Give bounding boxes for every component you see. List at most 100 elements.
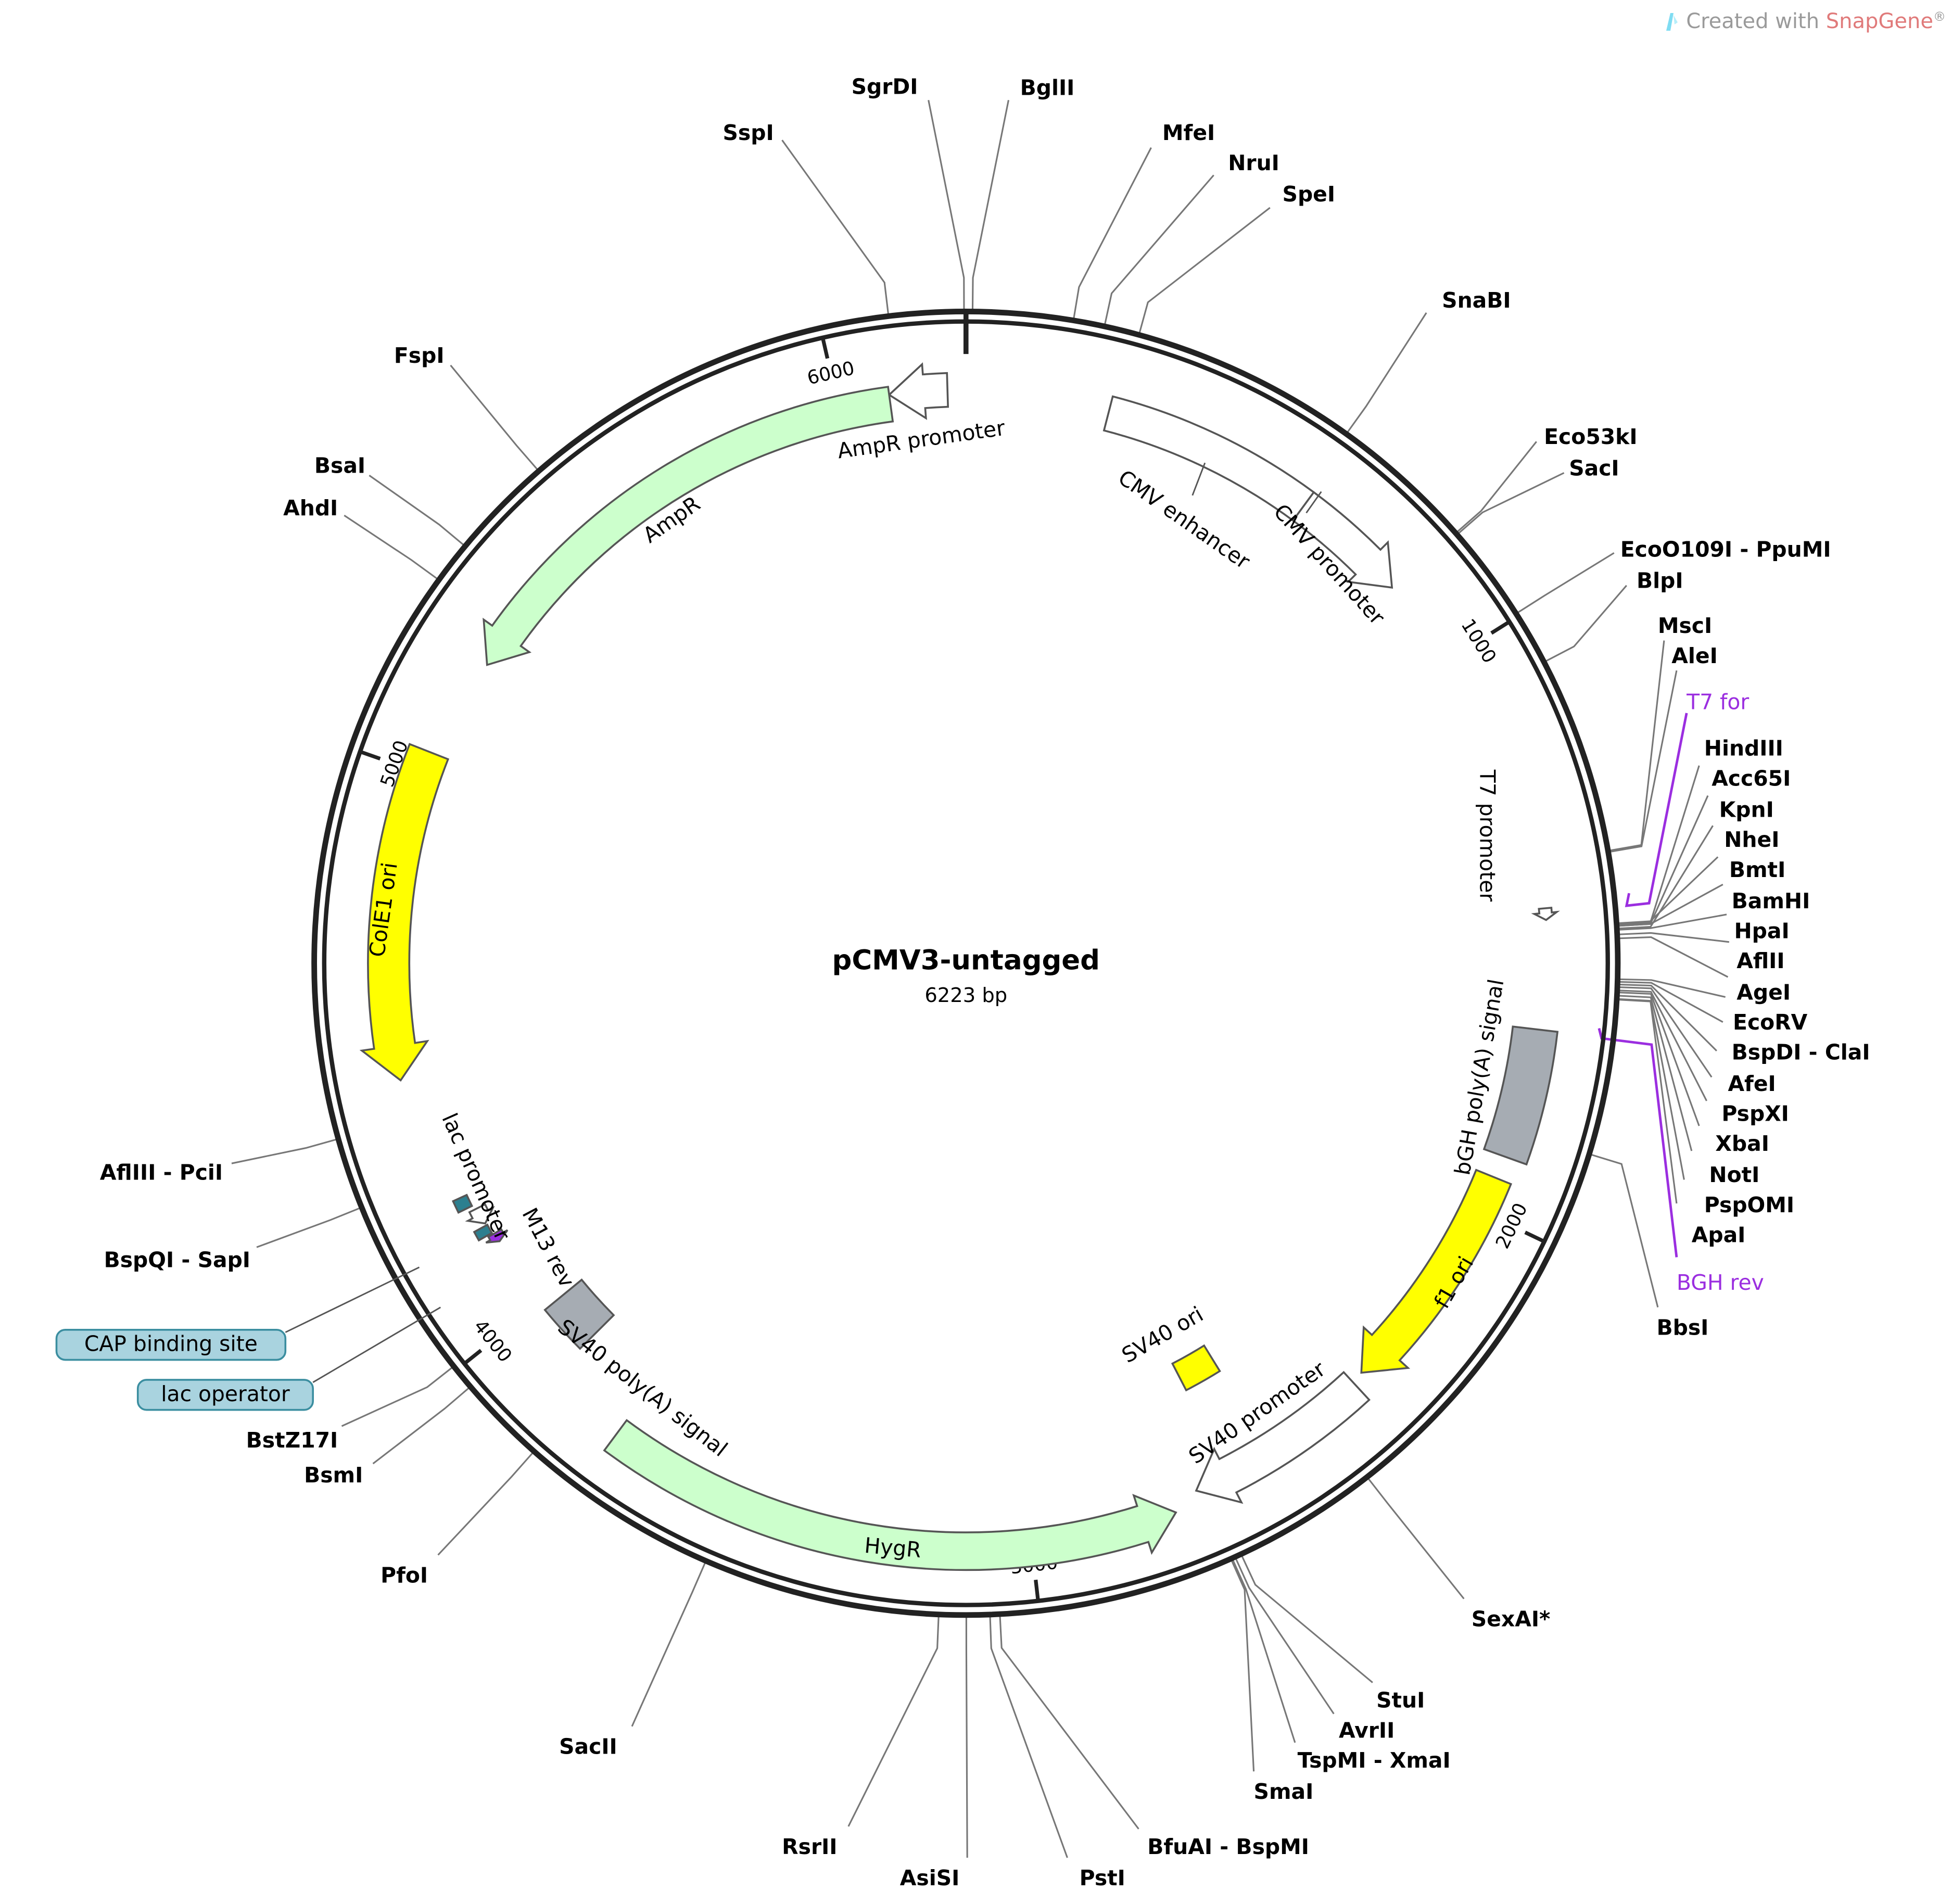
enzyme-label[interactable]: NruI	[1228, 150, 1279, 175]
enzyme-site-ecorv[interactable]: EcoRV	[1620, 981, 1808, 1035]
enzyme-label[interactable]: MfeI	[1162, 120, 1215, 145]
enzyme-label[interactable]: SgrDI	[852, 74, 918, 99]
enzyme-label[interactable]: PstI	[1080, 1865, 1125, 1890]
enzyme-label[interactable]: HpaI	[1734, 919, 1789, 944]
enzyme-label[interactable]: RsrII	[782, 1834, 837, 1859]
enzyme-site-sacii[interactable]: SacII	[559, 1563, 706, 1759]
enzyme-label[interactable]: SspI	[723, 120, 774, 145]
enzyme-site-pspxi[interactable]: PspXI	[1619, 989, 1789, 1126]
enzyme-site-bspqi-sapi[interactable]: BspQI - SapI	[104, 1208, 360, 1273]
enzyme-site-apai[interactable]: ApaI	[1619, 999, 1746, 1248]
enzyme-site-sspi[interactable]: SspI	[723, 120, 889, 314]
enzyme-site-kpni[interactable]: KpnI	[1619, 797, 1774, 930]
feature-lac-promoter	[465, 1203, 495, 1225]
enzyme-site-bfuai-bspmi[interactable]: BfuAI - BspMI	[999, 1616, 1309, 1859]
enzyme-label[interactable]: HindIII	[1704, 736, 1783, 761]
enzyme-site-bsmi[interactable]: BsmI	[304, 1387, 470, 1488]
enzyme-site-fspi[interactable]: FspI	[394, 343, 538, 470]
enzyme-label[interactable]: AfeI	[1728, 1071, 1776, 1096]
enzyme-label[interactable]: BspDI - ClaI	[1732, 1040, 1870, 1065]
enzyme-label[interactable]: SexAI*	[1472, 1606, 1551, 1631]
enzyme-label[interactable]: BstZ17I	[246, 1428, 338, 1453]
enzyme-site-smai[interactable]: SmaI	[1231, 1560, 1314, 1804]
enzyme-label[interactable]: TspMI - XmaI	[1298, 1748, 1451, 1773]
enzyme-site-bsai[interactable]: BsaI	[314, 453, 464, 545]
enzyme-label[interactable]: AflIII - PciI	[100, 1160, 223, 1185]
enzyme-label[interactable]: StuI	[1376, 1688, 1425, 1713]
enzyme-label[interactable]: AgeI	[1736, 980, 1791, 1005]
enzyme-label[interactable]: AflII	[1736, 948, 1784, 973]
enzyme-site-blpi[interactable]: BlpI	[1545, 568, 1683, 662]
enzyme-site-bbsi[interactable]: BbsI	[1591, 1154, 1709, 1340]
enzyme-site-psti[interactable]: PstI	[989, 1617, 1125, 1890]
enzyme-site-afei[interactable]: AfeI	[1619, 986, 1776, 1096]
enzyme-label[interactable]: BspQI - SapI	[104, 1248, 250, 1273]
enzyme-label[interactable]: BamHI	[1732, 888, 1810, 913]
enzyme-label[interactable]: BlpI	[1637, 568, 1683, 593]
enzyme-label[interactable]: NheI	[1724, 827, 1779, 852]
enzyme-site-bamhi[interactable]: BamHI	[1619, 888, 1810, 931]
enzyme-label[interactable]: Eco53kI	[1544, 424, 1637, 449]
enzyme-site-bglii[interactable]: BglII	[971, 75, 1075, 309]
enzyme-site-tspmi-xmai[interactable]: TspMI - XmaI	[1232, 1560, 1451, 1773]
enzyme-site-alei[interactable]: AleI	[1611, 643, 1718, 853]
enzyme-leader-line	[1619, 992, 1700, 1126]
enzyme-site-sexai[interactable]: SexAI*	[1368, 1478, 1551, 1631]
enzyme-site-asisi[interactable]: AsiSI	[900, 1617, 968, 1890]
enzyme-label[interactable]: SnaBI	[1442, 288, 1511, 313]
enzyme-site-ecoo109i-ppumi[interactable]: EcoO109I - PpuMI	[1517, 537, 1831, 613]
enzyme-site-aflii[interactable]: AflII	[1619, 936, 1785, 978]
enzyme-label[interactable]: XbaI	[1715, 1131, 1769, 1156]
enzyme-label[interactable]: SpeI	[1283, 182, 1336, 207]
enzyme-label[interactable]: KpnI	[1719, 797, 1774, 822]
enzyme-label[interactable]: BsaI	[314, 453, 365, 478]
enzyme-label[interactable]: PspOMI	[1704, 1192, 1794, 1217]
enzyme-label[interactable]: EcoO109I - PpuMI	[1620, 537, 1831, 562]
enzyme-site-hpai[interactable]: HpaI	[1619, 919, 1790, 944]
enzyme-site-ahdi[interactable]: AhdI	[283, 496, 438, 579]
enzyme-site-eco53ki[interactable]: Eco53kI	[1457, 424, 1638, 532]
enzyme-site-bmti[interactable]: BmtI	[1619, 857, 1786, 927]
enzyme-site-afliii-pcii[interactable]: AflIII - PciI	[100, 1138, 336, 1185]
enzyme-site-rsrii[interactable]: RsrII	[782, 1617, 940, 1859]
enzyme-label[interactable]: AleI	[1671, 643, 1718, 668]
enzyme-site-bstz17i[interactable]: BstZ17I	[246, 1367, 452, 1453]
enzyme-label[interactable]: AsiSI	[900, 1865, 960, 1890]
enzyme-label[interactable]: PspXI	[1721, 1101, 1789, 1126]
callout-label-lac-operator: lac operator	[161, 1381, 290, 1406]
enzyme-label[interactable]: BfuAI - BspMI	[1147, 1834, 1309, 1859]
enzyme-label[interactable]: NotI	[1709, 1162, 1759, 1187]
enzyme-label[interactable]: ApaI	[1692, 1223, 1746, 1248]
enzyme-label[interactable]: SacII	[559, 1734, 617, 1759]
enzyme-label[interactable]: BbsI	[1656, 1315, 1708, 1340]
enzyme-site-pfoi[interactable]: PfoI	[381, 1452, 533, 1588]
enzyme-label[interactable]: BglII	[1020, 75, 1075, 100]
enzyme-label[interactable]: SmaI	[1254, 1779, 1314, 1804]
enzyme-site-nrui[interactable]: NruI	[1104, 150, 1279, 324]
enzyme-site-mfei[interactable]: MfeI	[1073, 120, 1215, 319]
enzyme-site-spei[interactable]: SpeI	[1138, 182, 1336, 333]
enzyme-site-stui[interactable]: StuI	[1241, 1556, 1425, 1713]
enzyme-site-avrii[interactable]: AvrII	[1235, 1558, 1395, 1743]
enzyme-label[interactable]: AhdI	[283, 496, 338, 521]
enzyme-label[interactable]: PfoI	[381, 1563, 428, 1588]
enzyme-label[interactable]: AvrII	[1339, 1718, 1395, 1743]
enzyme-site-noti[interactable]: NotI	[1619, 995, 1759, 1187]
enzyme-site-agei[interactable]: AgeI	[1620, 978, 1791, 1005]
enzyme-site-snabi[interactable]: SnaBI	[1347, 288, 1511, 433]
enzyme-leader-line	[450, 364, 538, 470]
enzyme-label[interactable]: BmtI	[1729, 857, 1785, 882]
enzyme-label[interactable]: BsmI	[304, 1463, 363, 1488]
enzyme-label[interactable]: MscI	[1658, 613, 1712, 638]
enzyme-site-xbai[interactable]: XbaI	[1619, 992, 1769, 1156]
enzyme-leader-line	[1619, 856, 1719, 924]
enzyme-site-sgrdi[interactable]: SgrDI	[852, 74, 965, 309]
enzyme-site-bspdi-clai[interactable]: BspDI - ClaI	[1620, 983, 1870, 1065]
feature-cmv-promoter	[1291, 491, 1393, 589]
enzyme-label[interactable]: EcoRV	[1733, 1010, 1808, 1035]
enzyme-label[interactable]: FspI	[394, 343, 445, 368]
enzyme-site-nhei[interactable]: NheI	[1619, 827, 1779, 924]
enzyme-label[interactable]: Acc65I	[1712, 766, 1791, 791]
enzyme-label[interactable]: SacI	[1569, 455, 1619, 480]
enzyme-site-saci[interactable]: SacI	[1458, 455, 1619, 534]
